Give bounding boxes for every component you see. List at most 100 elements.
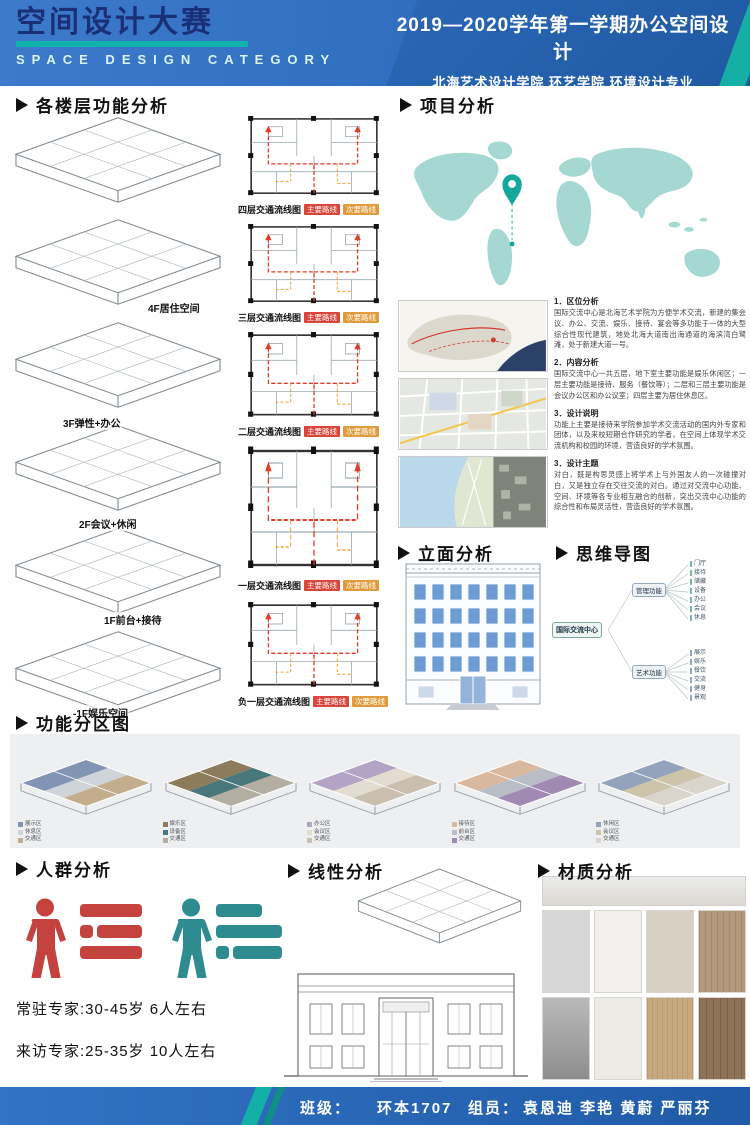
floor-plan-circulation-diagram: [247, 115, 380, 196]
circulation-diagrams-column: 四层交通流线图 主要路线 次要路线 三层交通流线图 主要路线 次要路线 二层交通…: [238, 115, 394, 715]
legend-secondary-route: 次要路线: [343, 426, 380, 437]
person-icon-teal: [162, 898, 220, 980]
poster-header: 空间设计大赛 SPACE DESIGN CATEGORY 2019—2020学年…: [0, 0, 750, 86]
material-swatch: [646, 997, 694, 1080]
material-swatch: [698, 910, 746, 993]
zoning-legend: 娱乐区 设备区 交通区: [162, 821, 186, 844]
section-title-linear: 线性分析: [288, 858, 384, 883]
mindmap-leaf: 娱乐: [690, 659, 706, 665]
mindmap-leaf: 设备: [690, 588, 706, 594]
arrow-icon: [16, 715, 28, 730]
mindmap-leaf: 交流: [690, 677, 706, 683]
zoning-diagram: 接待区 前台区 交通区: [450, 740, 590, 844]
floor-plan-circulation-diagram: [247, 601, 380, 688]
floor-label-3f: 3F弹性+办公: [62, 415, 122, 430]
legend-primary-route: 主要路线: [313, 696, 350, 707]
material-swatch: [594, 910, 642, 993]
section-title-floors: 各楼层功能分析: [16, 92, 169, 117]
title-underline: [16, 41, 248, 47]
floor-label-2f: 2F会议+休闲: [78, 516, 138, 531]
material-swatch: [594, 997, 642, 1080]
zoning-strip: 展示区 休息区 交通区 娱乐区 设备区 交通区: [10, 734, 740, 848]
floor-plan-circulation-diagram: [247, 331, 380, 418]
floor-label-1f: 1F前台+接待: [103, 612, 163, 627]
poster-footer: 班级： 环本1707 组员：袁恩迪 李艳 黄蔚 严丽芬: [0, 1087, 750, 1125]
arrow-icon: [556, 545, 568, 560]
class-label: 班级：: [300, 1100, 352, 1117]
crowd-bar: [216, 904, 262, 917]
paragraph-heading: 3．设计说明: [554, 408, 599, 418]
flow-caption: 一层交通流线图: [238, 581, 302, 591]
material-swatch: [542, 910, 590, 993]
arrow-icon: [398, 545, 410, 560]
paragraph-heading: 1．区位分析: [554, 297, 599, 306]
zoning-diagram: 办公区 会议区 交通区: [305, 740, 445, 844]
paragraph-body: 国际交流中心一共五层，地下室主要功能是娱乐休闲区；一层主要功能是接待、服务（餐饮…: [554, 369, 746, 400]
world-map: [414, 141, 720, 286]
linear-elevation-drawing: [284, 973, 528, 1082]
class-value: 环本1707: [377, 1100, 453, 1117]
crowd-bar: [216, 946, 229, 959]
person-icon-red: [16, 898, 74, 980]
crowd-bar: [233, 946, 282, 959]
flow-item: 一层交通流线图 主要路线 次要路线: [238, 445, 394, 592]
floor-label-4f: 4F居住空间: [147, 300, 201, 315]
arrow-icon: [400, 97, 412, 112]
region-map-thumbnail: [398, 300, 548, 372]
mindmap-leaf: 健身: [690, 686, 706, 692]
mindmap-leaf: 休息: [690, 615, 706, 621]
crowd-bar: [80, 925, 93, 938]
mindmap-leaf: 会议: [690, 606, 706, 612]
section-title-mindmap: 思维导图: [556, 540, 652, 565]
members-line: 组员：袁恩迪 李艳 黄蔚 严丽芬: [468, 1097, 712, 1118]
legend-secondary-route: 次要路线: [343, 580, 380, 591]
poster-title: 空间设计大赛: [16, 6, 214, 39]
mindmap-leaf: 展示: [690, 650, 706, 656]
crowd-bar: [97, 925, 142, 938]
mindmap-leaf: 景观: [690, 695, 706, 701]
flow-item: 三层交通流线图 主要路线 次要路线: [238, 223, 394, 324]
coastal-satellite-thumbnail: [398, 456, 548, 528]
zoning-legend: 办公区 会议区 交通区: [307, 821, 331, 844]
section-title-elevation: 立面分析: [398, 540, 494, 565]
flow-item: 四层交通流线图 主要路线 次要路线: [238, 115, 394, 216]
members-value: 袁恩迪 李艳 黄蔚 严丽芬: [523, 1100, 712, 1117]
crowd-bar: [80, 946, 142, 959]
arrow-icon: [16, 861, 28, 876]
crowd-bar: [216, 925, 282, 938]
paragraph-body: 对白，既是构思灵感上将学术上与外国友人的一次碰撞对白，又是独立存在交往交流的对白…: [554, 469, 746, 512]
mindmap-center-node: 国际交流中心: [552, 622, 602, 638]
flow-item: 二层交通流线图 主要路线 次要路线: [238, 331, 394, 438]
section-title-zoning: 功能分区图: [16, 710, 131, 735]
floor-plan-circulation-diagram: [246, 445, 381, 570]
legend-primary-route: 主要路线: [304, 580, 341, 591]
mindmap-branch-bottom: 艺术功能: [632, 665, 666, 679]
legend-secondary-route: 次要路线: [343, 204, 380, 215]
header-course-block: 2019—2020学年第一学期办公空间设计 北海艺术设计学院 环艺学院 环境设计…: [388, 10, 738, 86]
zoning-legend: 展示区 休息区 交通区: [18, 821, 42, 844]
zoning-diagram: 展示区 休息区 交通区: [16, 740, 156, 844]
mindmap-leaf: 接待: [690, 570, 706, 576]
poster-subtitle: SPACE DESIGN CATEGORY: [16, 52, 337, 67]
flow-caption: 二层交通流线图: [238, 427, 302, 437]
legend-primary-route: 主要路线: [304, 312, 341, 323]
crowd-visiting-line: 来访专家:25-35岁 10人左右: [16, 1043, 217, 1060]
flow-caption: 负一层交通流线图: [238, 697, 311, 707]
mind-map: 国际交流中心 管理功能 艺术功能 门厅 接待 储藏 设备 办公 会议 休息 展示…: [552, 558, 746, 710]
floor-plan-circulation-diagram: [247, 223, 380, 304]
mindmap-leaf: 门厅: [690, 561, 706, 567]
flow-item: 负一层交通流线图 主要路线 次要路线: [238, 601, 394, 708]
legend-secondary-route: 次要路线: [343, 312, 380, 323]
members-label: 组员：: [468, 1100, 520, 1117]
section-title-crowd: 人群分析: [16, 856, 112, 881]
legend-secondary-route: 次要路线: [352, 696, 389, 707]
class-line: 班级： 环本1707: [300, 1097, 452, 1118]
mind-map-lines: [607, 564, 689, 700]
paragraph-heading: 2．内容分析: [554, 358, 599, 368]
zoning-diagram: 娱乐区 设备区 交通区: [161, 740, 301, 844]
crowd-bar: [80, 904, 142, 917]
arrow-icon: [16, 97, 28, 112]
course-term-line: 2019—2020学年第一学期办公空间设计: [396, 15, 730, 63]
arrow-icon: [288, 863, 300, 878]
